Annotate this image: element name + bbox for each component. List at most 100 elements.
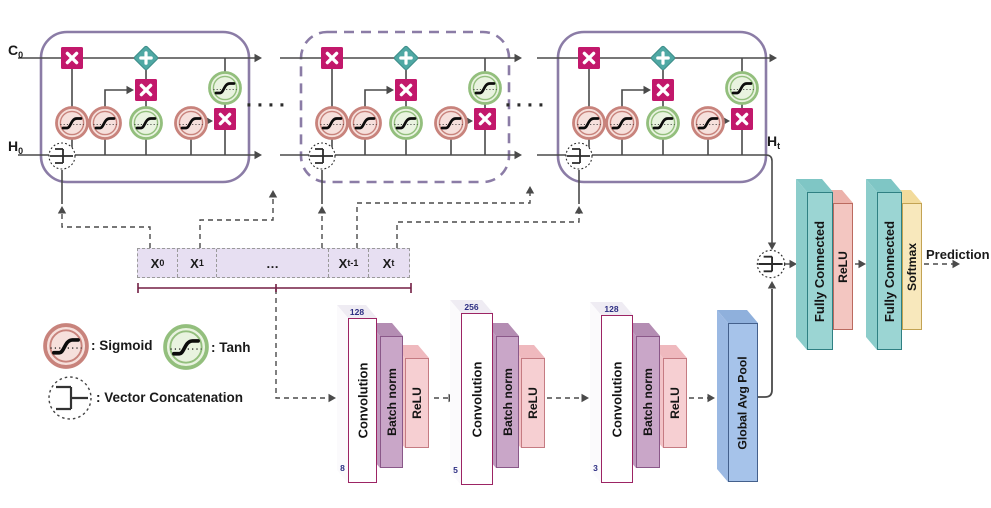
arrowhead-up (574, 206, 584, 214)
bn3-front-face: Batch norm (636, 336, 660, 468)
tanh-gate-icon (725, 71, 759, 105)
h0-label: H0 (8, 138, 24, 156)
c0-label: C0 (8, 42, 24, 60)
ellipsis-dots-2: ···· (505, 94, 549, 117)
multiply-node-icon (61, 47, 83, 69)
conv3-kernel-label: 3 (590, 302, 601, 483)
arrowhead-right (858, 259, 866, 269)
arrowhead-right (643, 85, 651, 95)
arrowhead-right (386, 85, 394, 95)
sigmoid-gate-icon (434, 106, 468, 140)
fc1-block: Fully Connected (807, 192, 833, 350)
multiply-node-icon (395, 79, 417, 101)
multiply-node-icon (321, 47, 343, 69)
multiply-node-icon (652, 79, 674, 101)
conv2-kernel-label: 5 (450, 300, 461, 485)
multiply-node-icon (135, 79, 157, 101)
conv-block-1: 128 8 Convolution (348, 318, 377, 483)
relu-block-1: ReLU (405, 358, 429, 448)
concat-node-icon (565, 142, 593, 170)
arrowhead-right (789, 259, 797, 269)
arrowhead-up (525, 186, 535, 194)
sigmoid-gate-icon (691, 106, 725, 140)
relu3-top-face (652, 345, 687, 358)
fc1-top-face (796, 179, 833, 192)
conv-block-2: 256 5 Convolution (461, 313, 493, 485)
sigmoid-gate-icon (315, 106, 349, 140)
fc2-left-face (866, 179, 877, 350)
conv1-filters-label: 128 (337, 305, 377, 318)
arrowhead-up (317, 206, 327, 214)
ht-label: Ht (767, 133, 781, 151)
fc2-front-face: Fully Connected (877, 192, 902, 350)
arrowhead-right (514, 150, 522, 160)
tanh-gate-icon (208, 71, 242, 105)
sigmoid-gate-icon (572, 106, 606, 140)
sigmoid-gate-icon (43, 323, 89, 369)
conv3-front-face: Convolution (601, 315, 633, 483)
sigmoid-gate-icon (348, 106, 382, 140)
concat-node-icon (308, 142, 336, 170)
arrowhead-right (514, 53, 522, 63)
conv2-filters-label: 256 (450, 300, 493, 313)
conv3-filters-label: 128 (590, 302, 633, 315)
legend-concat-label: : Vector Concatenation (96, 390, 244, 405)
sigmoid-gate-icon (605, 106, 639, 140)
arrowhead-right (328, 393, 336, 403)
relu-block-3: ReLU (663, 358, 687, 448)
multiply-node-icon (578, 47, 600, 69)
arrowhead-right (126, 85, 134, 95)
arrowhead-up (767, 281, 777, 289)
arrowhead-right (769, 53, 777, 63)
global-avg-pool-block: Global Avg Pool (728, 323, 758, 482)
concat-node-icon (48, 142, 76, 170)
ellipsis-dots-1: ···· (246, 94, 290, 117)
add-node-icon (393, 45, 419, 71)
relu3-front-face: ReLU (663, 358, 687, 448)
arrowhead-right (254, 150, 262, 160)
sigmoid-gate-icon (174, 106, 208, 140)
conv1-front-face: Convolution (348, 318, 377, 483)
arrowhead-right (707, 393, 715, 403)
lstm-cell-1-border (39, 30, 251, 184)
fc1-left-face (796, 179, 807, 350)
conv2-front-face: Convolution (461, 313, 493, 485)
prediction-label: Prediction (926, 247, 990, 262)
relu-block-2: ReLU (521, 358, 545, 448)
sequence-bracket (137, 283, 412, 293)
fc1-front-face: Fully Connected (807, 192, 833, 350)
add-node-icon (133, 45, 159, 71)
batchnorm-block-1: Batch norm (380, 336, 403, 468)
arrowhead-right (254, 53, 262, 63)
arrowhead-up (57, 206, 67, 214)
legend-tanh-label: : Tanh (211, 340, 251, 355)
sigmoid-gate-icon (88, 106, 122, 140)
bn1-front-face: Batch norm (380, 336, 403, 468)
softmax-front-face: Softmax (902, 203, 922, 330)
tanh-gate-icon (646, 106, 680, 140)
sigmoid-gate-icon (55, 106, 89, 140)
gap-top-face (717, 310, 758, 323)
arrowhead-right (952, 259, 960, 269)
conv1-kernel-label: 8 (337, 305, 348, 483)
fc2-top-face (866, 179, 902, 192)
multiply-node-icon (214, 108, 236, 130)
legend-sigmoid-label: : Sigmoid (91, 338, 153, 353)
conv-block-3: 128 3 Convolution (601, 315, 633, 483)
lstm-cell-2-border (299, 30, 511, 184)
fc2-block: Fully Connected (877, 192, 902, 350)
tanh-gate-icon (468, 71, 502, 105)
bn2-front-face: Batch norm (496, 336, 519, 468)
arrowhead-right (581, 393, 589, 403)
concat-node-icon (756, 249, 786, 279)
multiply-node-icon (731, 108, 753, 130)
seq-cell-ellipsis: … (216, 249, 328, 277)
arrowhead-up (268, 190, 278, 198)
lstm-cell-3-border (556, 30, 768, 184)
